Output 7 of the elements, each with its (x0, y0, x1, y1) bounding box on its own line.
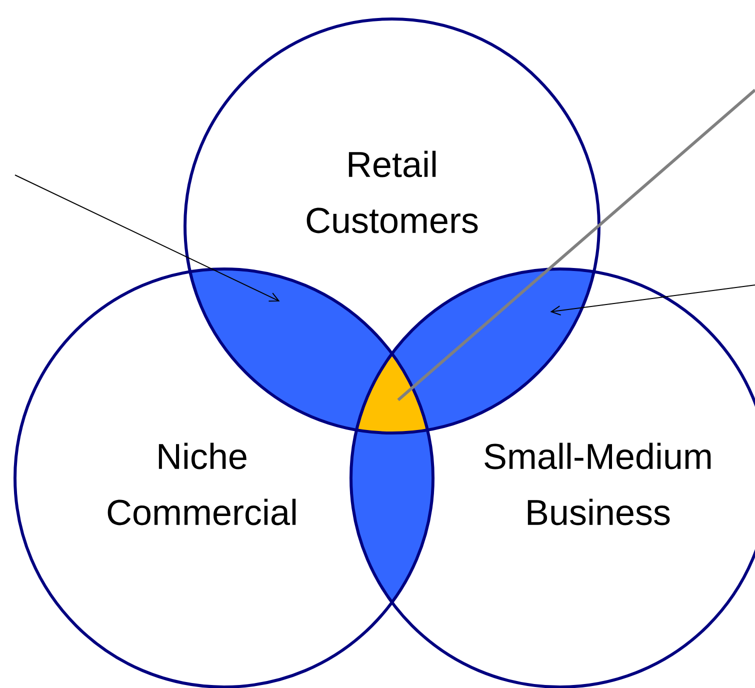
leader-line (397, 88, 755, 402)
overlap-region (190, 269, 392, 430)
center-overlap (356, 354, 428, 433)
arrow (550, 284, 755, 316)
overlap-region (392, 269, 594, 430)
arrow (14, 174, 280, 302)
overlap-region (351, 430, 433, 602)
